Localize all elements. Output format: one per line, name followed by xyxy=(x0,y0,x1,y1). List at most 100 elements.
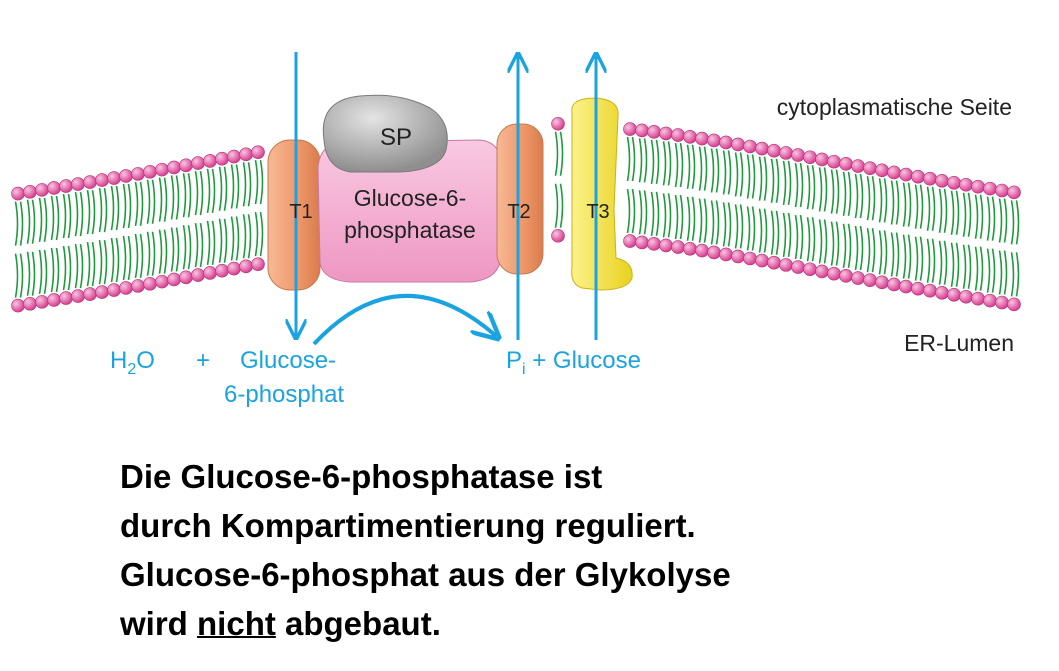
lipid-tail xyxy=(667,141,672,186)
lipid-tail xyxy=(710,148,715,193)
lipid-head xyxy=(251,257,265,271)
lipid-head xyxy=(911,281,925,296)
lipid-head xyxy=(155,274,169,289)
lipid-head xyxy=(71,289,85,303)
lipid-tail xyxy=(19,201,24,246)
lipid-head xyxy=(971,291,985,306)
lipid-tail xyxy=(211,220,216,266)
lipid-tail xyxy=(739,204,744,249)
products-label: Pi + Glucose xyxy=(506,347,641,378)
lipid-head xyxy=(851,159,865,173)
lipid-tail xyxy=(835,221,840,266)
lipid-head xyxy=(35,295,49,309)
lipid-head xyxy=(167,272,181,287)
lipid-head xyxy=(695,243,709,258)
lipid-tail xyxy=(763,156,768,201)
lipid-head xyxy=(779,146,793,160)
er-lumen-label: ER-Lumen xyxy=(904,330,1014,356)
lipid-tail xyxy=(247,162,252,207)
lipid-tail xyxy=(907,182,912,227)
lipid-tail xyxy=(182,173,187,218)
lipid-tail xyxy=(674,142,679,188)
t1-label: T1 xyxy=(289,201,312,223)
lipid-tail xyxy=(986,196,991,241)
lipid-tail xyxy=(703,198,708,243)
lipid-head xyxy=(863,161,877,175)
lipid-head xyxy=(959,289,973,304)
lipid-tail xyxy=(775,158,780,203)
lipid-head xyxy=(647,125,661,139)
lipid-head xyxy=(59,291,73,305)
lipid-head xyxy=(179,158,193,173)
lipid-tail xyxy=(986,248,991,293)
lipid-head xyxy=(683,241,697,256)
lipid-tail xyxy=(943,188,948,233)
lipid-tail xyxy=(19,253,24,298)
lipid-tail xyxy=(182,225,187,270)
lipid-head xyxy=(839,157,853,171)
lipid-head xyxy=(947,287,961,302)
lipid-tail xyxy=(175,227,180,272)
lipid-tail xyxy=(883,178,888,223)
lipid-head xyxy=(755,253,769,268)
lipid-tail xyxy=(950,190,955,235)
lipid-tail xyxy=(686,144,691,189)
lipid-tail xyxy=(1010,252,1015,297)
lipid-head xyxy=(755,141,769,156)
lipid-head xyxy=(143,164,157,179)
lipid-tail xyxy=(38,249,43,295)
lipid-tail xyxy=(38,197,43,243)
lipid-head xyxy=(71,177,85,191)
lipid-head xyxy=(635,235,649,250)
lipid-head xyxy=(95,173,109,187)
lipid-tail xyxy=(86,189,91,235)
lipid-head xyxy=(971,179,985,194)
lipid-tail xyxy=(559,131,564,176)
lipid-tail xyxy=(938,188,943,233)
lipid-tail xyxy=(967,244,972,289)
enzyme-label-line2: phosphatase xyxy=(344,217,476,243)
lipid-head xyxy=(743,139,757,154)
lipid-tail xyxy=(194,170,199,216)
lipid-tail xyxy=(787,160,792,206)
lipid-tail xyxy=(794,214,799,260)
lipid-tail xyxy=(967,192,972,237)
lipid-tail xyxy=(175,175,180,220)
lipid-head xyxy=(155,162,169,177)
lipid-tail xyxy=(782,160,787,206)
lipid-tail xyxy=(230,164,235,209)
lipid-tail xyxy=(655,139,660,184)
lipid-tail xyxy=(991,196,996,241)
lipid-tail xyxy=(919,236,924,281)
lipid-head xyxy=(983,293,997,308)
lipid-tail xyxy=(254,160,259,205)
lipid-tail xyxy=(698,198,703,243)
lipid-head xyxy=(935,173,949,188)
lipid-tail xyxy=(1015,252,1020,297)
lipid-tail xyxy=(890,232,895,277)
lipid-head xyxy=(659,126,673,141)
lipid-head xyxy=(827,154,841,169)
lipid-tail xyxy=(679,142,684,188)
lipid-tail xyxy=(110,185,115,231)
lipid-tail xyxy=(242,162,247,207)
lipid-tail xyxy=(187,225,192,270)
lipid-tail xyxy=(722,202,727,247)
lipid-tail xyxy=(62,193,67,239)
lipid-head xyxy=(215,263,229,278)
lipid-tail xyxy=(79,243,84,289)
lipid-tail xyxy=(979,246,984,291)
lipid-tail xyxy=(962,192,967,237)
lipid-tail xyxy=(727,150,732,195)
lipid-head xyxy=(23,296,37,311)
lipid-tail xyxy=(638,190,643,235)
lipid-tail xyxy=(1003,250,1008,295)
lipid-tail xyxy=(151,179,156,224)
caption: Die Glucose-6-phosphatase ist durch Komp… xyxy=(120,452,731,648)
lipid-tail xyxy=(691,144,696,189)
lipid-tail xyxy=(98,239,103,285)
lipid-tail xyxy=(122,235,127,281)
caption-line-2: durch Kompartimentierung reguliert. xyxy=(120,507,696,544)
lipid-tail xyxy=(998,198,1003,243)
lipid-tail xyxy=(806,217,811,262)
